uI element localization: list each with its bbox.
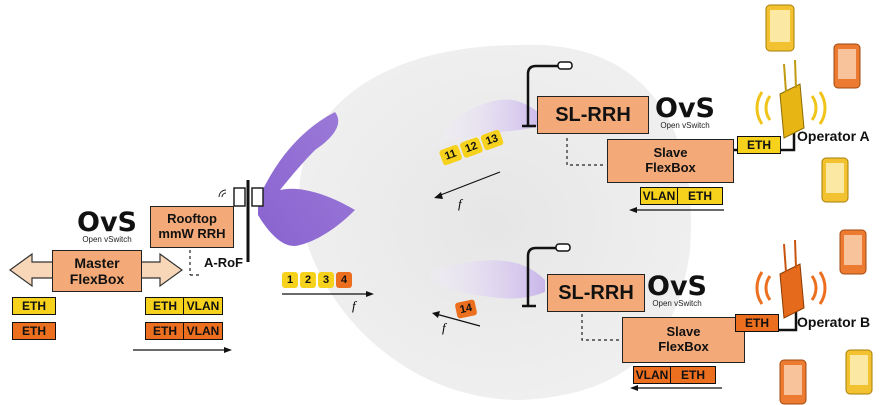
- slave-top-line1: Slave: [653, 145, 688, 161]
- eth-tag-slave-top-2: ETH: [677, 187, 723, 205]
- channel-3: 3: [318, 272, 334, 288]
- sl-rrh-top: SL-RRH: [537, 96, 649, 134]
- ovs-logo-sub: Open vSwitch: [82, 235, 132, 244]
- vlan-tag-b: VLAN: [183, 322, 223, 340]
- eth-tag-slave-bottom-2: ETH: [670, 366, 716, 384]
- sl-rrh-bottom-label: SL-RRH: [558, 281, 634, 304]
- freq-label-top: f: [458, 196, 462, 211]
- phone-icon-b1: [839, 229, 867, 275]
- sl-rrh-bottom: SL-RRH: [547, 274, 645, 312]
- slave-flexbox-bottom: Slave FlexBox: [622, 317, 745, 363]
- vlan-tag-slave-top: VLAN: [640, 187, 678, 205]
- operator-b-label: Operator B: [797, 314, 871, 330]
- eth-tag-slave-bottom: ETH: [735, 314, 779, 332]
- operator-a-label: Operator A: [797, 128, 870, 144]
- ovs-bottom-sub: Open vSwitch: [652, 299, 702, 308]
- phone-icon-b3: [845, 349, 873, 395]
- a-rof-label: A-RoF: [204, 255, 243, 270]
- rooftop-line2: mmW RRH: [158, 226, 226, 241]
- channel-2: 2: [300, 272, 316, 288]
- eth-tag-slave-top: ETH: [737, 136, 781, 154]
- ovs-logo-text: OvS: [77, 207, 137, 238]
- slave-bottom-line2: FlexBox: [658, 339, 709, 354]
- slave-top-line2: FlexBox: [645, 160, 696, 175]
- master-line1: Master: [74, 254, 120, 271]
- phone-icon-a2: [833, 43, 861, 89]
- phone-icon-b2: [779, 359, 807, 405]
- master-line2: FlexBox: [69, 271, 125, 287]
- phone-icon-a1: [765, 4, 795, 52]
- eth-tag-a2: ETH: [145, 297, 185, 315]
- vlan-tag-slave-bottom: VLAN: [633, 366, 671, 384]
- vlan-tag-a: VLAN: [183, 297, 223, 315]
- ovs-top-sub: Open vSwitch: [660, 121, 710, 130]
- operator-b-router-icon: [755, 239, 827, 319]
- sl-rrh-top-label: SL-RRH: [555, 103, 631, 126]
- channel-1: 1: [282, 272, 298, 288]
- slave-flexbox-top: Slave FlexBox: [607, 139, 734, 183]
- channels-center: 1 2 3 4: [282, 272, 352, 288]
- phone-icon-a3: [821, 157, 849, 203]
- operator-a-router-icon: [755, 59, 827, 139]
- sl-rrh-top-beam: [443, 99, 545, 140]
- freq-label-center: f: [352, 298, 356, 313]
- eth-tag-b2: ETH: [145, 322, 185, 340]
- slave-bottom-line1: Slave: [666, 324, 701, 340]
- rooftop-rrh: Rooftop mmW RRH: [150, 206, 234, 248]
- sl-rrh-bottom-beam: [430, 260, 545, 299]
- master-flexbox: Master FlexBox: [52, 250, 142, 292]
- rooftop-line1: Rooftop: [167, 211, 217, 227]
- eth-tag-a: ETH: [12, 297, 56, 315]
- channel-4: 4: [336, 272, 352, 288]
- eth-tag-b: ETH: [12, 322, 56, 340]
- ovs-logo-bottom: OvS Open vSwitch: [646, 271, 708, 308]
- ovs-logo-top: OvS Open vSwitch: [654, 93, 716, 130]
- ovs-bottom-text: OvS: [647, 271, 707, 302]
- ovs-top-text: OvS: [655, 93, 715, 124]
- freq-label-bottom: f: [442, 320, 446, 335]
- rooftop-beam: [258, 112, 355, 246]
- ovs-logo-left: OvS Open vSwitch: [72, 207, 142, 244]
